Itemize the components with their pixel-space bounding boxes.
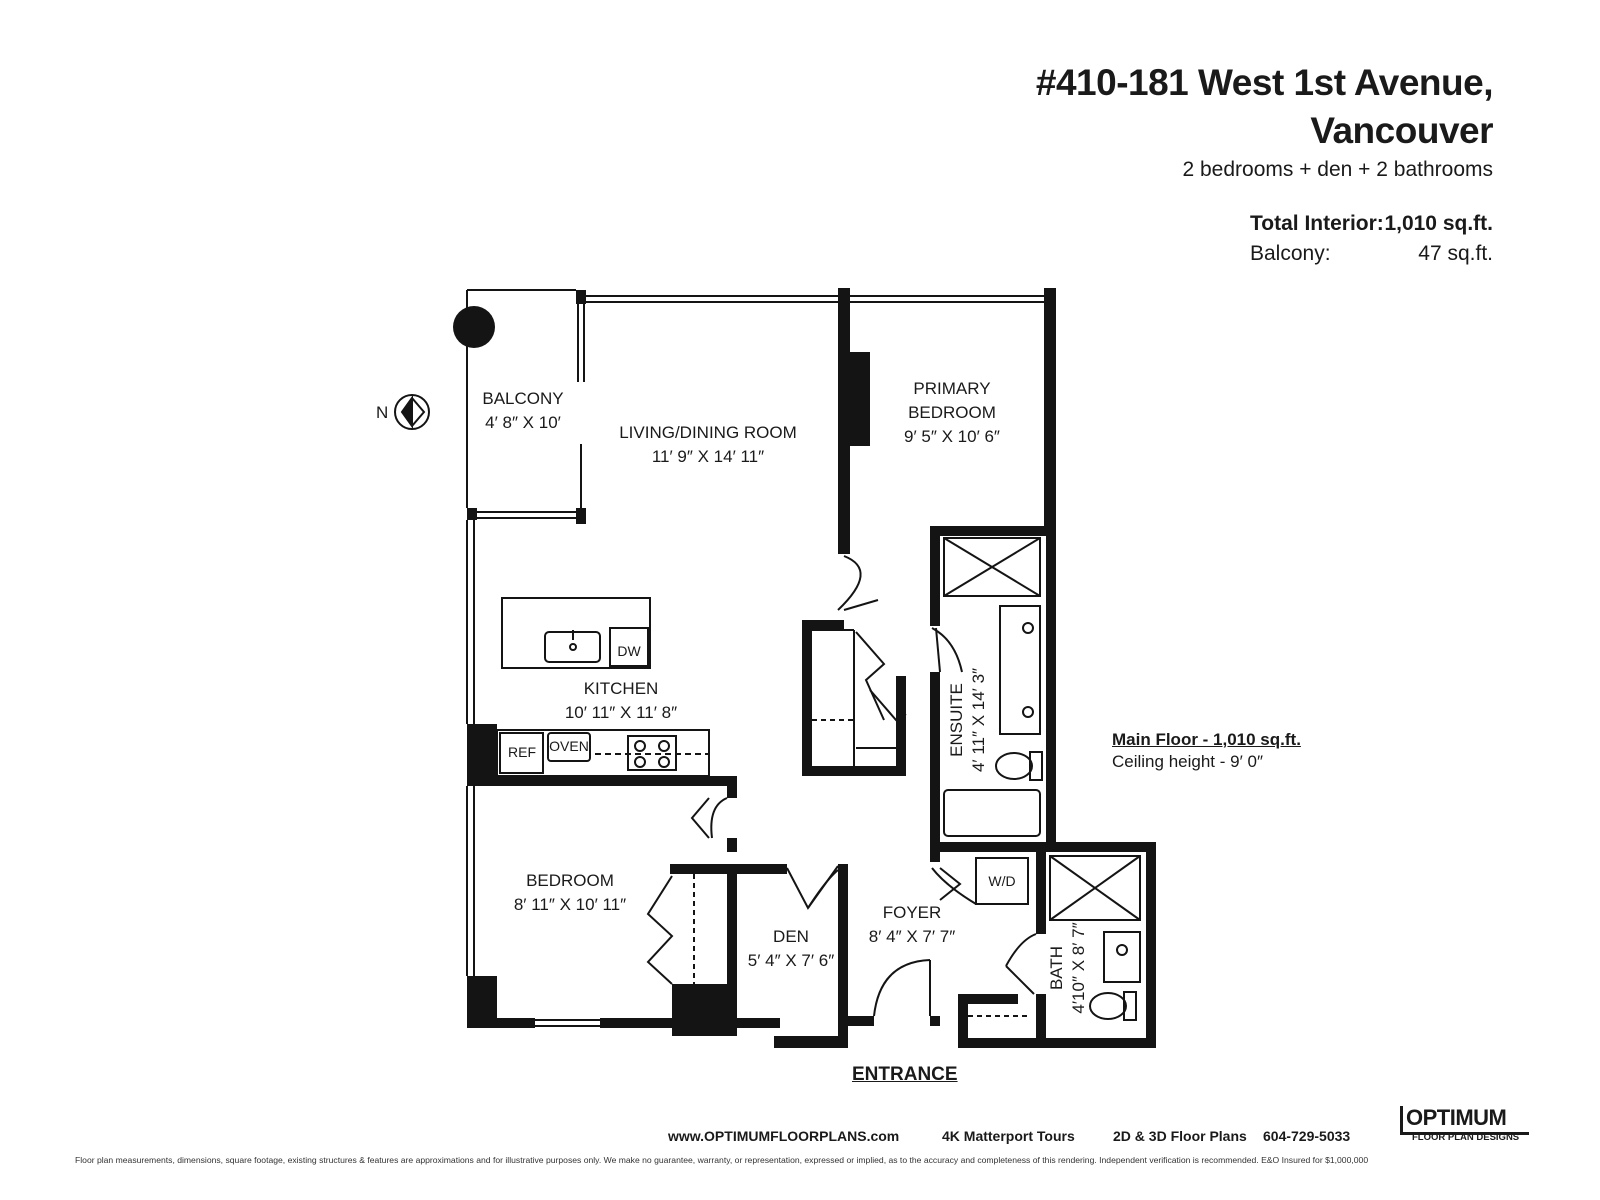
balcony-area-value: 47 sq.ft. <box>1418 242 1493 265</box>
bedroom-name: BEDROOM <box>526 871 614 890</box>
logo-sub-text: FLOOR PLAN DESIGNS <box>1412 1132 1520 1143</box>
bedroom-dims: 8′ 11″ X 10′ 11″ <box>514 895 626 914</box>
balcony-area-label: Balcony: <box>1250 242 1331 265</box>
living-dining-dims: 11′ 9″ X 14′ 11″ <box>652 447 764 466</box>
total-interior-label: Total Interior: <box>1250 212 1384 235</box>
walls <box>467 288 1156 1048</box>
living-dining-name: LIVING/DINING ROOM <box>619 423 797 442</box>
footer-website-link[interactable]: www.OPTIMUMFLOORPLANS.com <box>668 1128 900 1144</box>
den-name: DEN <box>773 927 809 946</box>
kitchen-dims: 10′ 11″ X 11′ 8″ <box>565 703 677 722</box>
disclaimer-text: Floor plan measurements, dimensions, squ… <box>75 1155 1369 1165</box>
total-interior-value: 1,010 sq.ft. <box>1384 212 1493 235</box>
logo-main-text: OPTIMUM <box>1406 1105 1507 1130</box>
structural-column <box>453 306 495 348</box>
footer-phone: 604-729-5033 <box>1263 1128 1351 1144</box>
ensuite-name: ENSUITE <box>947 683 966 757</box>
washer-dryer-label: W/D <box>988 873 1015 889</box>
dishwasher-label: DW <box>617 643 641 659</box>
company-logo: OPTIMUM FLOOR PLAN DESIGNS <box>1400 1103 1530 1147</box>
compass-north-label: N <box>376 403 388 422</box>
address-title-line1: #410-181 West 1st Avenue, <box>1035 62 1494 103</box>
bath-name: BATH <box>1047 946 1066 990</box>
primary-bedroom-name-line1: PRIMARY <box>913 379 990 398</box>
footer-tours: 4K Matterport Tours <box>942 1128 1075 1144</box>
balcony-dims: 4′ 8″ X 10′ <box>485 413 561 432</box>
foyer-dims: 8′ 4″ X 7′ 7″ <box>869 927 955 946</box>
kitchen-name: KITCHEN <box>584 679 659 698</box>
main-floor-area: Main Floor - 1,010 sq.ft. <box>1112 730 1301 749</box>
entrance-label: ENTRANCE <box>852 1064 958 1085</box>
bath-dims: 4′10″ X 8′ 7″ <box>1069 922 1088 1013</box>
address-title-line2: Vancouver <box>1310 110 1493 151</box>
foyer-name: FOYER <box>883 903 942 922</box>
refrigerator-label: REF <box>508 744 536 760</box>
thin-lines <box>394 289 1141 1027</box>
footer-plans: 2D & 3D Floor Plans <box>1113 1128 1247 1144</box>
unit-summary: 2 bedrooms + den + 2 bathrooms <box>1182 158 1493 181</box>
ceiling-height: Ceiling height - 9′ 0″ <box>1112 752 1263 771</box>
den-dims: 5′ 4″ X 7′ 6″ <box>748 951 834 970</box>
logo-frame <box>1400 1106 1529 1135</box>
ensuite-dims: 4′ 11″ X 14′ 3″ <box>969 668 988 772</box>
oven-label: OVEN <box>549 738 589 754</box>
primary-bedroom-name-line2: BEDROOM <box>908 403 996 422</box>
balcony-name: BALCONY <box>482 389 563 408</box>
primary-bedroom-dims: 9′ 5″ X 10′ 6″ <box>904 427 1000 446</box>
